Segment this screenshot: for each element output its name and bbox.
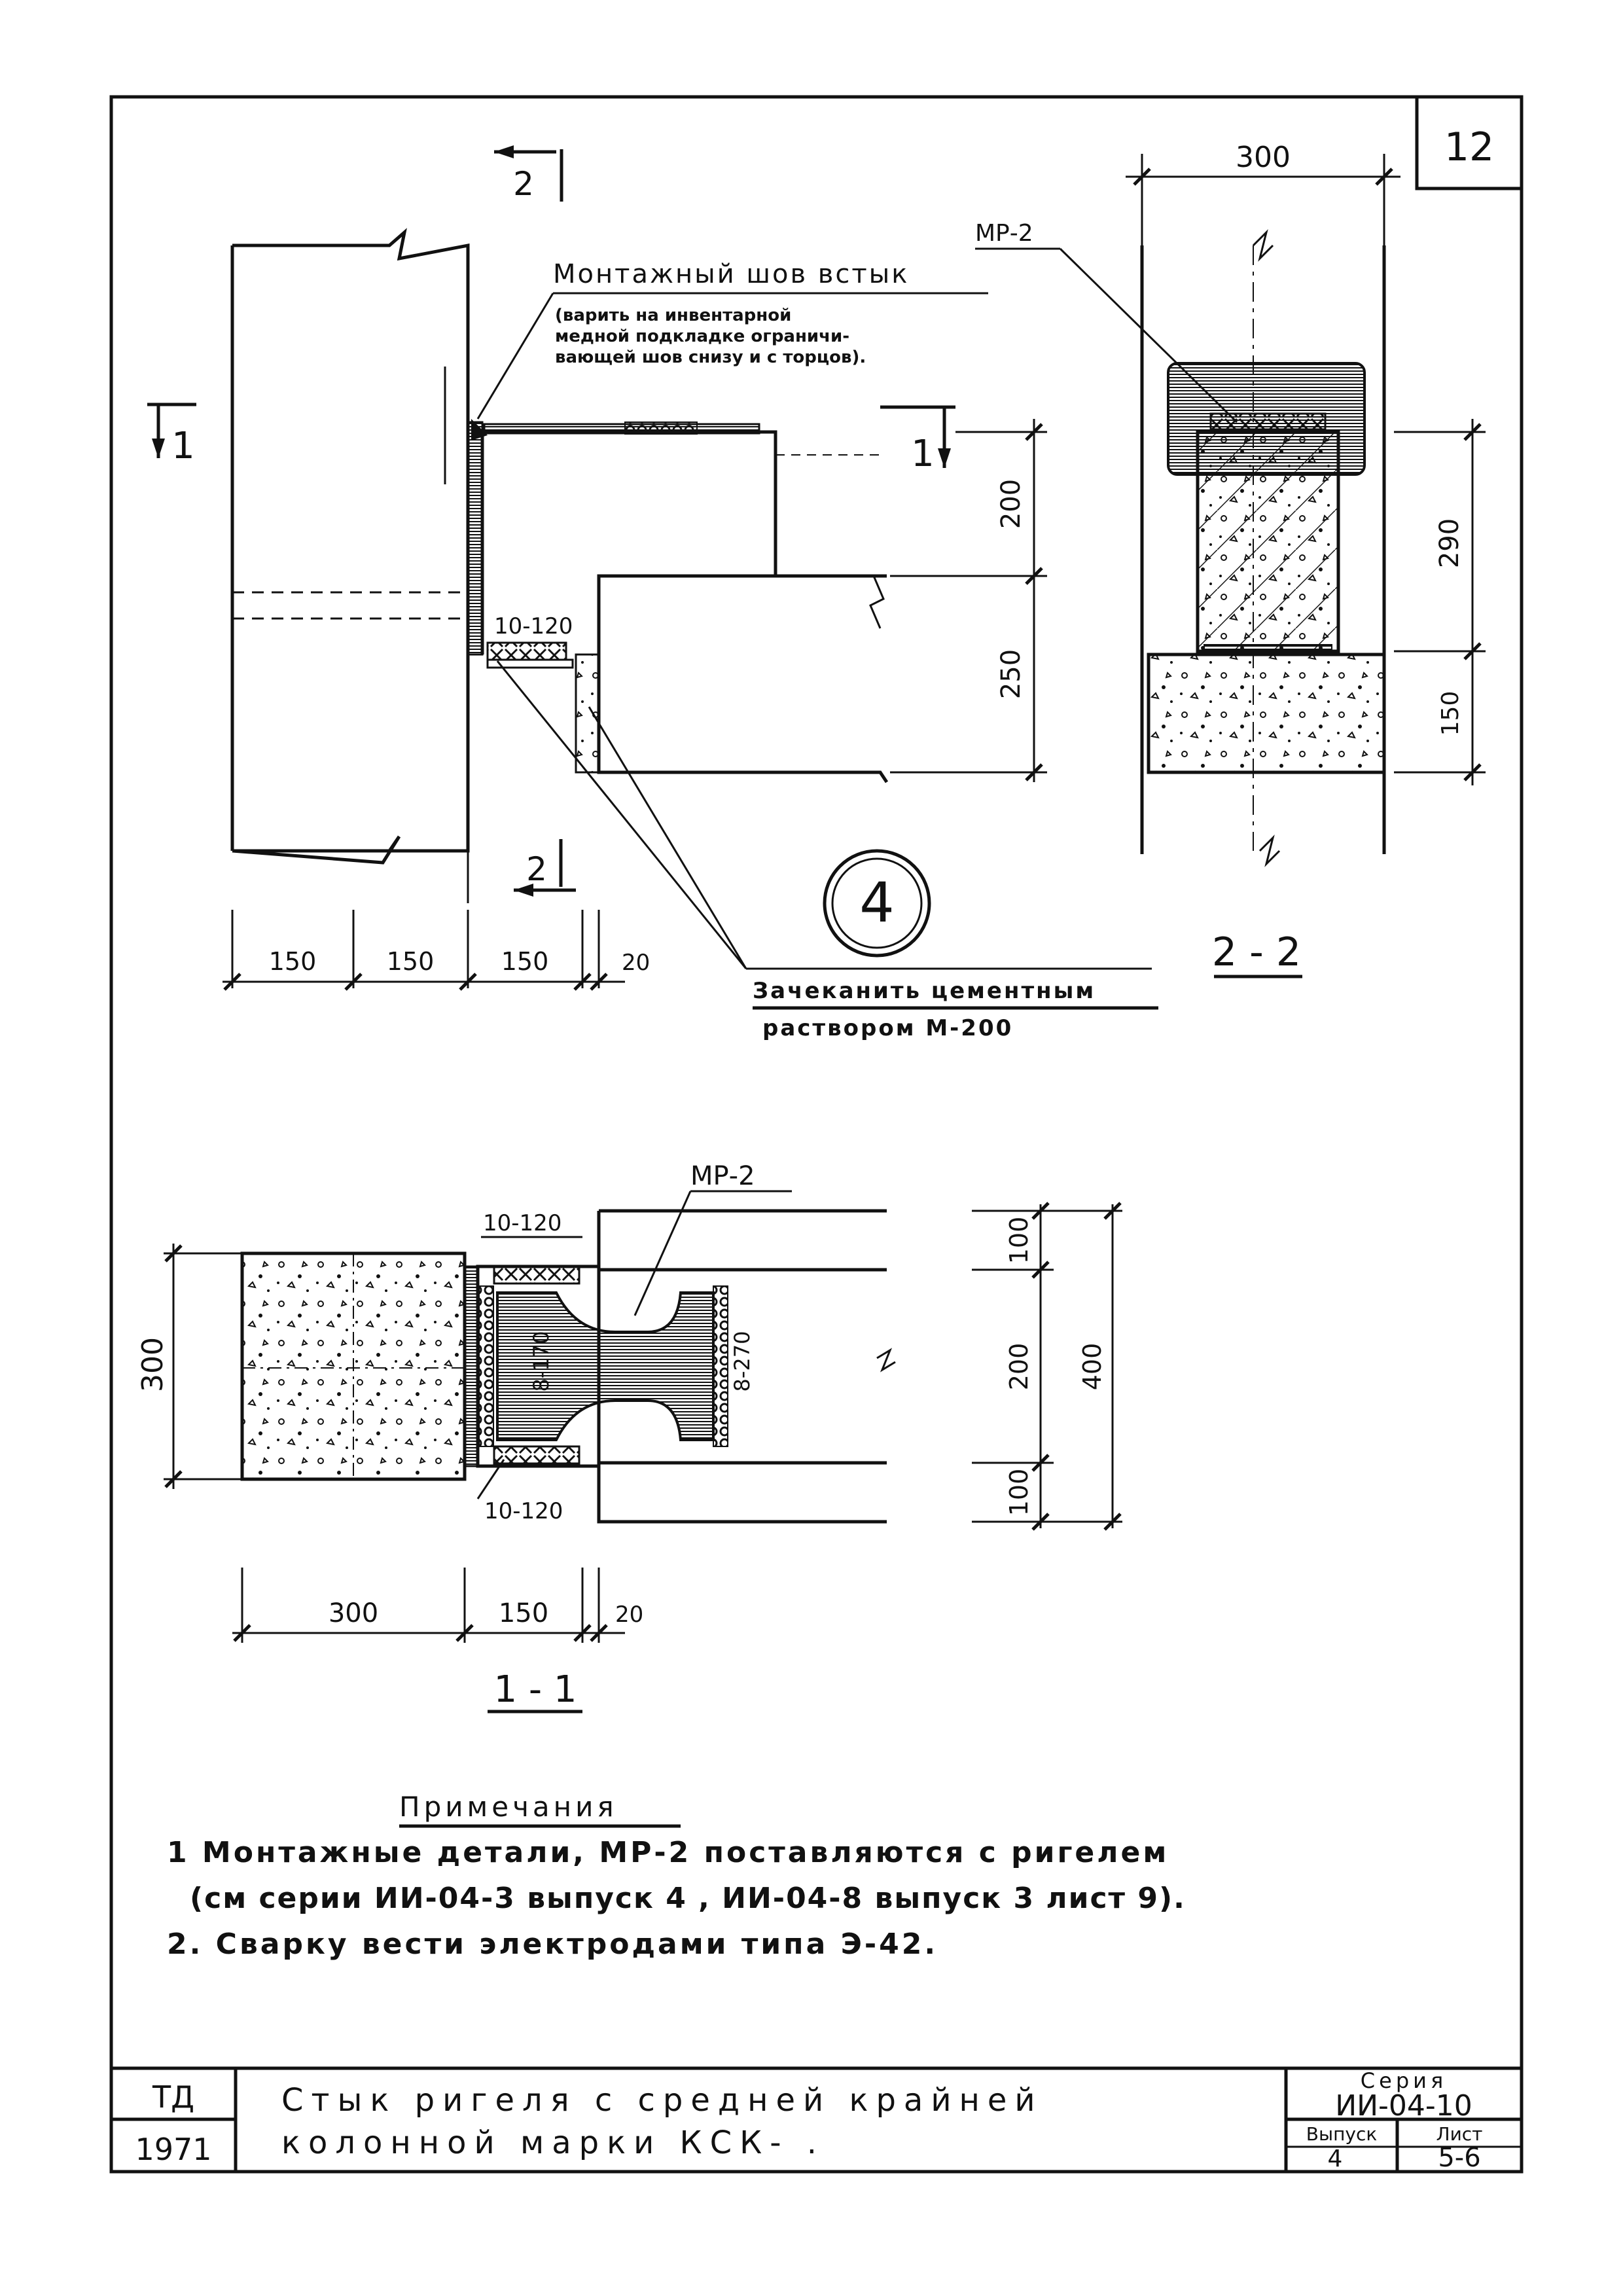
tb-org: ТД xyxy=(152,2079,194,2115)
column-embedded-plate xyxy=(467,421,484,656)
weld-title: Монтажный шов встык xyxy=(553,259,909,289)
s22-dim-290: 290 xyxy=(1435,518,1465,568)
svg-text:2: 2 xyxy=(526,850,547,888)
elev-dim-150-b: 150 xyxy=(387,947,435,976)
weld-note-line2: медной подкладке ограничи- xyxy=(555,327,849,346)
section-mark-1-left: 1 xyxy=(147,403,196,467)
plan-girder-outline xyxy=(597,1209,887,1524)
grout-zone xyxy=(575,653,600,774)
s22-mr2-label: МР-2 xyxy=(975,220,1033,247)
tb-title-line1: Стык ригеля с средней крайней xyxy=(281,2082,1043,2119)
girder-outline xyxy=(482,430,889,783)
svg-text:1: 1 xyxy=(911,433,935,475)
elev-dim-200: 200 xyxy=(996,479,1026,529)
tb-issue-value: 4 xyxy=(1328,2145,1343,2172)
plan-dim-20-bottom: 20 xyxy=(615,1602,643,1628)
svg-text:1: 1 xyxy=(171,425,195,467)
plan-dim-150-bottom: 150 xyxy=(499,1598,548,1628)
section-1-1-title: 1 - 1 xyxy=(493,1668,577,1711)
s22-column-concrete xyxy=(1147,653,1386,774)
notes-line2: (см серии ИИ-04-3 выпуск 4 , ИИ-04-8 вып… xyxy=(190,1882,1186,1915)
notes-block: Примечания 1 Монтажные детали, МР-2 пост… xyxy=(167,1791,1186,1961)
elev-dim-20: 20 xyxy=(622,950,650,976)
notes-title: Примечания xyxy=(399,1791,618,1823)
tb-year: 1971 xyxy=(135,2132,211,2167)
s22-dim-150: 150 xyxy=(1437,691,1464,736)
plan-dim-100-bottom: 100 xyxy=(1005,1469,1033,1516)
elev-dim-right: 200 250 xyxy=(890,419,1047,782)
notes-line3: 2. Сварку вести электродами типа Э-42. xyxy=(167,1928,938,1961)
section-2-2-title: 2 - 2 xyxy=(1212,929,1301,975)
plan-dim-100-top: 100 xyxy=(1005,1217,1033,1265)
tb-title-line2: колонной марки КСК- . xyxy=(281,2125,825,2161)
s22-girder xyxy=(1196,430,1340,653)
plan-dim-300-bottom: 300 xyxy=(329,1598,378,1628)
plan-dim-300-left: 300 xyxy=(136,1337,169,1392)
elev-dim-250: 250 xyxy=(996,649,1026,699)
s22-dim-300: 300 xyxy=(1236,141,1291,174)
weld-note-line1: (варить на инвентарной xyxy=(555,306,791,325)
tb-issue-label: Выпуск xyxy=(1306,2123,1378,2145)
elev-dim-bottom: 150 150 150 20 xyxy=(223,910,650,991)
s22-mr2-plate xyxy=(1209,412,1327,431)
node-marker: 4 xyxy=(823,849,931,958)
section-2-2: МР-2 300 290 150 2 - 2 xyxy=(975,141,1486,978)
notes-line1: 1 Монтажные детали, МР-2 поставляются с … xyxy=(167,1836,1169,1869)
plan-1-1: МР-2 10-120 10-120 8-170 8-270 300 100 2… xyxy=(136,1161,1122,1713)
column-outline xyxy=(232,228,470,865)
plan-weld-top xyxy=(493,1265,580,1285)
top-weld-plate xyxy=(483,423,760,435)
section-mark-1-right: 1 xyxy=(880,405,955,475)
plan-mr2-plate xyxy=(496,1291,715,1441)
svg-text:4: 4 xyxy=(859,870,894,935)
plan-weld-10-120-bottom: 10-120 xyxy=(484,1498,563,1524)
weld-note-line3: вающей шов снизу и с торцов). xyxy=(555,348,866,367)
weld-10-120-elev-label: 10-120 xyxy=(494,613,573,639)
elev-dim-150-a: 150 xyxy=(269,947,317,976)
plan-weld-8-170: 8-170 xyxy=(529,1331,554,1392)
section-mark-2-top: 2 xyxy=(494,145,563,203)
grout-line2: раствором М-200 xyxy=(762,1015,1013,1041)
elev-dim-150-c: 150 xyxy=(501,947,549,976)
plan-weld-8-270: 8-270 xyxy=(730,1331,755,1392)
tb-series-label: Серия xyxy=(1361,2068,1447,2093)
tb-sheet-label: Лист xyxy=(1436,2123,1483,2145)
section-mark-2-bottom: 2 xyxy=(514,839,576,897)
elevation-view: Монтажный шов встык (варить на инвентарн… xyxy=(147,145,1158,1041)
weld-leader xyxy=(476,293,554,420)
plan-weld-10-120-top: 10-120 xyxy=(483,1210,562,1236)
sheet-number-box xyxy=(1415,95,1524,190)
title-block: ТД 1971 Стык ригеля с средней крайней ко… xyxy=(111,2066,1522,2173)
bottom-weld-10-120 xyxy=(486,641,567,661)
tb-sheet-value: 5-6 xyxy=(1438,2143,1480,2173)
sheet-number: 12 xyxy=(1444,124,1494,170)
plan-dim-400: 400 xyxy=(1078,1343,1107,1391)
plan-mr2-label: МР-2 xyxy=(690,1161,755,1191)
plan-weld-bottom xyxy=(493,1445,580,1465)
svg-text:2: 2 xyxy=(513,165,534,203)
tb-series-value: ИИ-04-10 xyxy=(1335,2089,1472,2123)
grout-line1: Зачеканить цементным xyxy=(753,978,1096,1004)
plan-dim-200: 200 xyxy=(1005,1343,1033,1391)
sheet-border xyxy=(109,95,1524,2174)
